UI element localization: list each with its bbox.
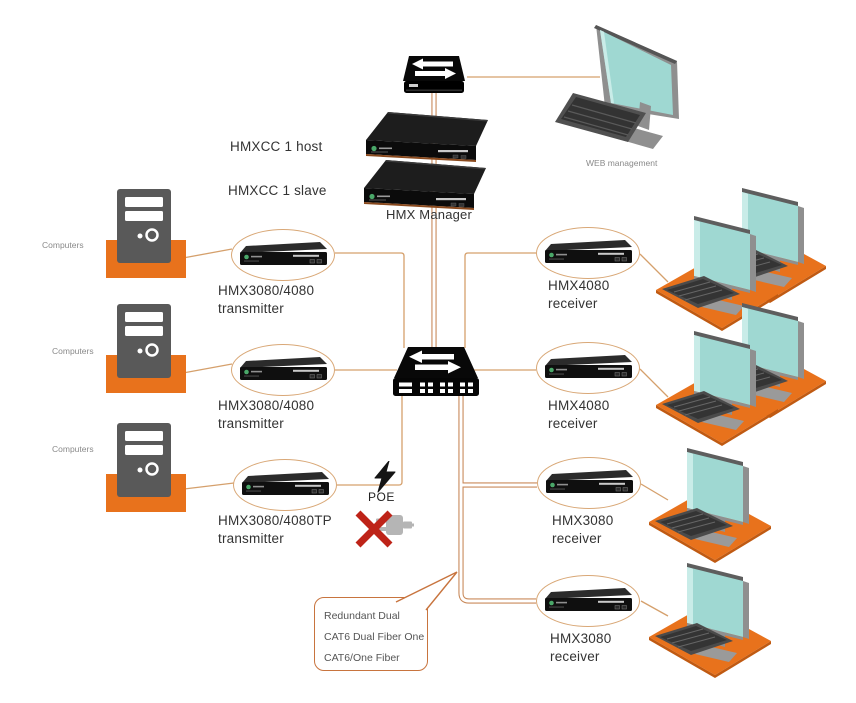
receiver-ellipse (536, 227, 640, 279)
transmitter-ellipse (231, 344, 335, 396)
transmitter-label: HMX3080/4080 transmitter (218, 398, 315, 431)
receiver-label: HMX4080 receiver (548, 398, 610, 431)
poe-lightning-icon (374, 461, 396, 493)
hmx-manager-label: HMX Manager (386, 207, 473, 222)
workstation-icon (645, 444, 777, 564)
poe-label: POE (368, 490, 395, 504)
computers-label: Computers (52, 346, 94, 356)
receiver-ellipse (537, 457, 641, 509)
web-management-computer-icon (555, 25, 679, 149)
hmxcc-host-label: HMXCC 1 host (230, 139, 323, 154)
callout-bubble: Redundant Dual CAT6 Dual Fiber One CAT6/… (314, 597, 428, 671)
receiver-device-icon (542, 352, 634, 384)
receiver-device-icon (542, 585, 634, 617)
callout-tail (395, 571, 458, 611)
computers-label: Computers (42, 240, 84, 250)
network-switch-icon (403, 56, 465, 93)
web-management-label: WEB management (586, 158, 658, 168)
transmitter-label: HMX3080/4080 transmitter (218, 283, 315, 316)
workstation-icon (645, 559, 777, 679)
central-switch-icon (393, 347, 479, 396)
receiver-label: HMX3080 receiver (552, 513, 614, 546)
computer-tower-icon (106, 304, 198, 394)
computers-label: Computers (52, 444, 94, 454)
computer-tower-icon (106, 423, 198, 513)
receiver-label: HMX4080 receiver (548, 278, 610, 311)
no-power-plug-icon (355, 510, 414, 548)
workstation-icon (652, 327, 784, 447)
transmitter-label: HMX3080/4080TP transmitter (218, 513, 332, 546)
computer-tower-icon (106, 189, 198, 279)
transmitter-ellipse (233, 459, 337, 511)
hmxcc-slave-label: HMXCC 1 slave (228, 183, 327, 198)
receiver-device-icon (542, 237, 634, 269)
transmitter-device-icon (237, 354, 329, 386)
transmitter-device-icon (239, 469, 331, 501)
keyboard-icon (555, 93, 646, 142)
transmitter-device-icon (237, 239, 329, 271)
receiver-ellipse (536, 342, 640, 394)
x-mark-icon (355, 510, 393, 548)
receiver-ellipse (536, 575, 640, 627)
transmitter-ellipse (231, 229, 335, 281)
receiver-label: HMX3080 receiver (550, 631, 612, 664)
receiver-device-icon (543, 467, 635, 499)
monitor-icon (594, 25, 679, 149)
